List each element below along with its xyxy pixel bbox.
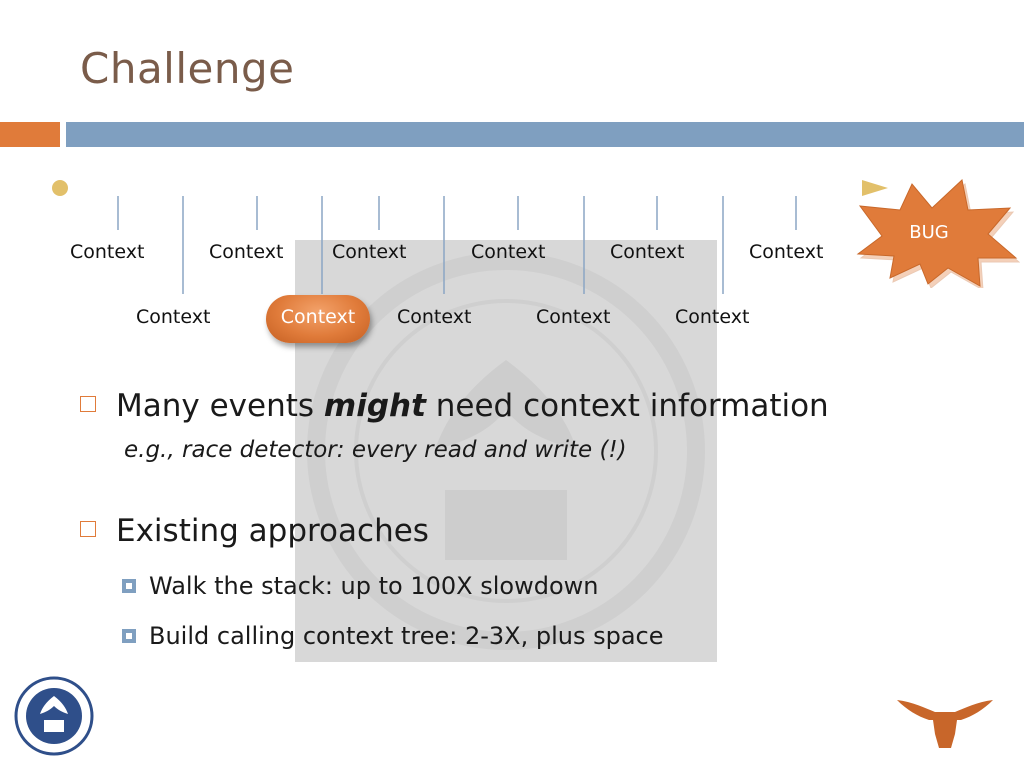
longhorn-logo-icon (897, 700, 993, 748)
context-label-bottom-4: Context (675, 306, 750, 328)
bullet-context-info: Many events might need context informati… (80, 388, 829, 424)
bullet-square-icon (80, 521, 96, 537)
context-label-bottom-3: Context (536, 306, 611, 328)
title-accent-bar-orange (0, 122, 60, 147)
context-label-bottom-2: Context (397, 306, 472, 328)
bullet-emphasis: might (323, 388, 426, 424)
context-label-top-2: Context (209, 241, 284, 263)
bullet-text: Existing approaches (116, 513, 429, 549)
bullet-text-prefix: Many events (116, 388, 324, 424)
page-title: Challenge (80, 44, 295, 93)
sub-bullet-text: Walk the stack: up to 100X slowdown (149, 572, 599, 600)
bug-starburst-icon (856, 179, 1020, 288)
bullet-example: e.g., race detector: every read and writ… (124, 437, 627, 463)
context-label-top-4: Context (471, 241, 546, 263)
context-label-top-6: Context (749, 241, 824, 263)
sub-bullet-calling-context-tree: Build calling context tree: 2-3X, plus s… (122, 622, 664, 650)
university-seal-icon (14, 676, 94, 756)
timeline-graphic (52, 180, 888, 294)
bug-label: BUG (909, 222, 949, 243)
bullet-square-icon (80, 396, 96, 412)
sub-bullet-walk-stack: Walk the stack: up to 100X slowdown (122, 572, 598, 600)
title-accent-bar-blue (66, 122, 1024, 147)
timeline-ticks-bottom (182, 196, 724, 294)
context-label-top-5: Context (610, 241, 685, 263)
timeline-arrowhead (862, 180, 888, 196)
bullet-text-suffix: need context information (425, 388, 829, 424)
bullet-existing-approaches: Existing approaches (80, 513, 429, 549)
sub-bullet-square-icon (122, 579, 136, 593)
timeline-ticks-top (117, 196, 797, 230)
context-label-top-1: Context (70, 241, 145, 263)
sub-bullet-text: Build calling context tree: 2-3X, plus s… (149, 622, 664, 650)
sub-bullet-square-icon (122, 629, 136, 643)
context-label-bottom-1: Context (136, 306, 211, 328)
context-label-top-3: Context (332, 241, 407, 263)
context-label-highlighted: Context (266, 295, 370, 343)
seal-watermark-icon (307, 252, 705, 650)
timeline-start-dot (52, 180, 68, 196)
